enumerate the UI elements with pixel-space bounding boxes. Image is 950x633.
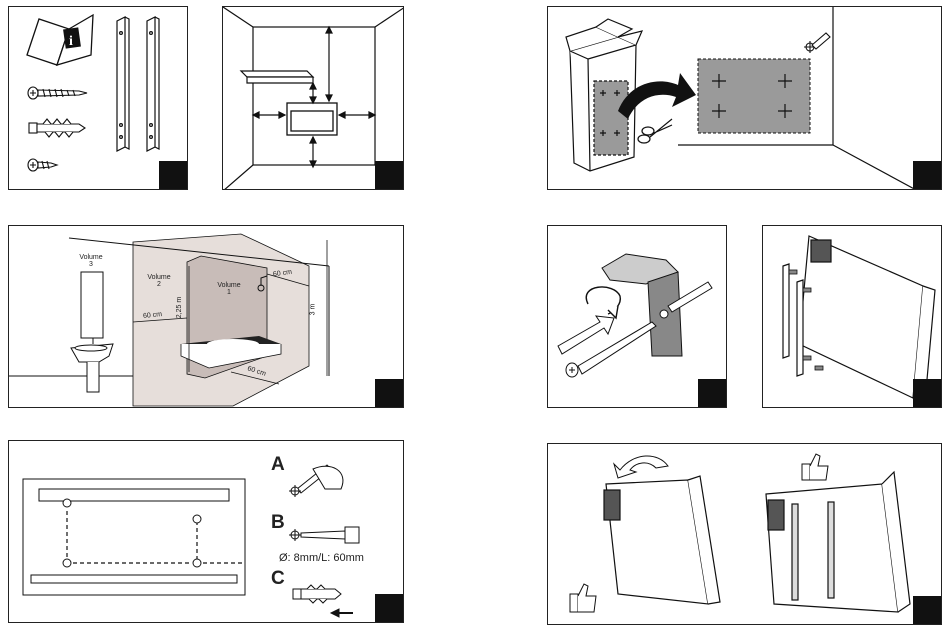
manual-book-icon: i <box>27 15 93 65</box>
volume3-label: Volume 3 <box>71 254 111 268</box>
bathroom-zones-illustration <box>9 226 404 408</box>
svg-text:i: i <box>69 34 73 49</box>
step-b-label: B <box>271 513 285 532</box>
template-layout <box>23 479 245 595</box>
panel-hang-heater <box>547 443 942 625</box>
corner-marker <box>698 379 726 407</box>
heater-panel-icon <box>799 236 935 402</box>
short-screw-icon <box>28 159 57 171</box>
corner-marker <box>913 379 941 407</box>
panel-parts-contents: i <box>8 6 188 190</box>
drill-bit-icon <box>289 527 359 543</box>
mounting-bracket-icon <box>117 17 159 151</box>
step-a-label: A <box>271 455 285 474</box>
panel-drilling-steps: A B C Ø: 8mm/L: 60mm <box>8 440 404 623</box>
tilt-arrow-icon <box>614 456 668 478</box>
push-arrow-icon <box>558 316 614 354</box>
heater-left-icon <box>604 476 720 604</box>
long-screw-icon <box>28 87 87 99</box>
volume2-label: Volume 2 <box>139 274 179 288</box>
heater-right-icon <box>766 472 910 612</box>
mounting-bracket-icon <box>783 264 803 376</box>
shelf-icon <box>241 71 313 83</box>
step-c-label: C <box>271 569 285 588</box>
thumbs-up-icon <box>802 454 828 480</box>
drilling-layout-illustration <box>9 441 404 623</box>
hang-heater-illustration <box>548 444 942 625</box>
corner-marker <box>375 594 403 622</box>
marker-icon <box>804 33 830 53</box>
panel-template-placement <box>547 6 942 190</box>
corner-marker <box>159 161 187 189</box>
corner-marker <box>375 379 403 407</box>
thumbs-up-icon <box>570 584 596 612</box>
scissors-icon <box>638 119 672 143</box>
plug-insert-icon <box>293 585 353 617</box>
pencil-icon <box>289 465 343 497</box>
height-225m-label: 2,25 m <box>176 297 183 318</box>
height-3m-label: 3 m <box>309 304 316 316</box>
washbasin-icon <box>71 338 113 392</box>
corner-marker <box>375 161 403 189</box>
panel-bathroom-zones: Volume 3 Volume 2 Volume 1 60 cm 60 cm 6… <box>8 225 404 408</box>
drill-marks <box>63 499 201 567</box>
panel-screw-bracket <box>547 225 727 408</box>
rotate-arrow-icon <box>586 287 620 318</box>
corner-marker <box>913 161 941 189</box>
panel-heater-bracket <box>762 225 942 408</box>
wall-plug-icon <box>29 119 85 137</box>
panel-room-clearance <box>222 6 404 190</box>
mirror-icon <box>81 272 103 338</box>
template-placement-illustration <box>548 7 942 190</box>
drill-spec-label: Ø: 8mm/L: 60mm <box>279 553 364 564</box>
corner-marker <box>913 596 941 624</box>
measure-arrows <box>67 511 243 563</box>
heater-unit-icon <box>287 103 337 135</box>
clearance-arrows <box>253 27 375 167</box>
screw-icon <box>566 322 656 377</box>
template-sheet-icon <box>698 59 810 133</box>
volume1-label: Volume 1 <box>209 282 249 296</box>
